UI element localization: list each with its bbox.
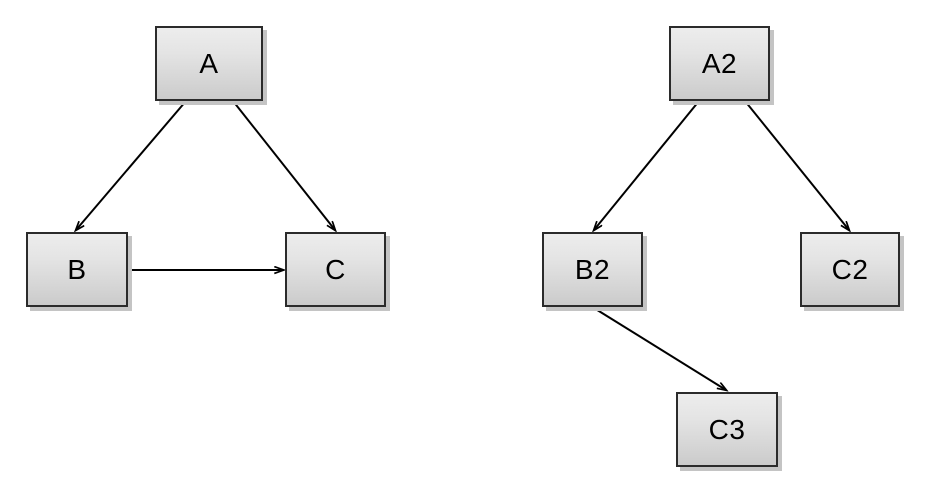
node-b2[interactable]: B2: [542, 232, 643, 307]
node-label-c2: C2: [831, 253, 869, 285]
node-a2[interactable]: A2: [669, 26, 770, 101]
node-label-b: B: [67, 253, 87, 285]
node-label-b2: B2: [574, 253, 611, 285]
node-label-c3: C3: [708, 413, 746, 445]
node-c[interactable]: C: [285, 232, 386, 307]
edge-a-to-b: [76, 100, 187, 230]
edges-group: [76, 100, 849, 390]
node-b[interactable]: B: [26, 232, 128, 307]
edge-a2-to-c2: [744, 100, 849, 230]
node-label-c: C: [325, 253, 346, 285]
edge-a2-to-b2: [594, 100, 700, 230]
node-c3[interactable]: C3: [676, 392, 778, 467]
edge-b2-to-c3: [593, 307, 726, 390]
node-a[interactable]: A: [155, 26, 263, 101]
node-label-a: A: [199, 47, 219, 79]
node-c2[interactable]: C2: [800, 232, 900, 307]
edge-a-to-c: [232, 100, 335, 230]
node-label-a2: A2: [701, 47, 738, 79]
